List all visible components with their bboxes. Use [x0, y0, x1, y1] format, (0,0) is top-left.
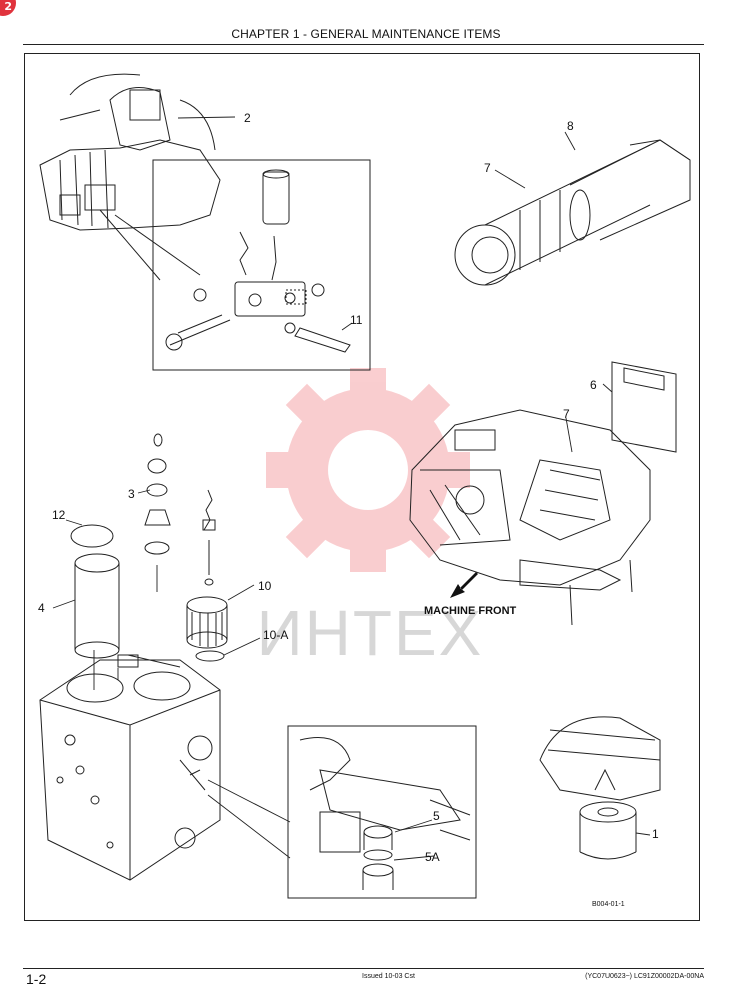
callout-10-a: 10-A	[263, 628, 288, 642]
document-code: (YC07U0623~) LC91Z00002DA-00NA	[585, 973, 704, 980]
callout-10: 10	[258, 579, 272, 593]
callout-4: 4	[38, 601, 45, 615]
machine-front-label: MACHINE FRONT	[424, 605, 517, 617]
callout-6: 6	[590, 378, 597, 392]
callout-11: 11	[350, 313, 363, 327]
engine-fuel-pump-illustration	[39, 73, 221, 281]
callout-5a: 5A	[425, 850, 440, 864]
callout-3: 3	[128, 487, 135, 501]
machine-front-arrow-icon	[450, 572, 478, 598]
page-number: 1-2	[26, 971, 47, 987]
figure-frame	[24, 53, 700, 921]
hydraulic-oil-tank-illustration	[39, 654, 221, 881]
suction-strainer-illustration	[70, 524, 120, 659]
footer-rule	[23, 968, 704, 969]
header-rule	[23, 44, 704, 45]
figure-code: B004-01-1	[592, 901, 625, 908]
fuel-prefilter-detail-box	[152, 159, 371, 371]
callout-2: 2	[244, 111, 251, 125]
watermark-text: ИНТЕХ	[257, 597, 484, 669]
corner-badge: 2	[0, 0, 16, 16]
callout-9: 8	[567, 119, 574, 133]
callout-1: 1	[652, 827, 659, 841]
air-cleaner-illustration	[454, 139, 691, 286]
return-filter-element-illustration	[186, 596, 228, 662]
callout-7: 7	[563, 407, 570, 421]
callout-12: 12	[52, 508, 66, 522]
callout-leader-lines	[52, 116, 651, 861]
callout-5: 5	[433, 809, 440, 823]
air-conditioner-unit-illustration	[409, 361, 677, 626]
pilot-filter-parts-illustration	[144, 433, 216, 586]
chapter-title: CHAPTER 1 - GENERAL MAINTENANCE ITEMS	[231, 27, 501, 41]
issued-label: Issued 10-03 Cst	[362, 973, 415, 980]
pilot-filter-detail-box	[287, 725, 477, 899]
engine-oil-filter-illustration	[539, 716, 661, 860]
callout-8: 7	[484, 161, 491, 175]
